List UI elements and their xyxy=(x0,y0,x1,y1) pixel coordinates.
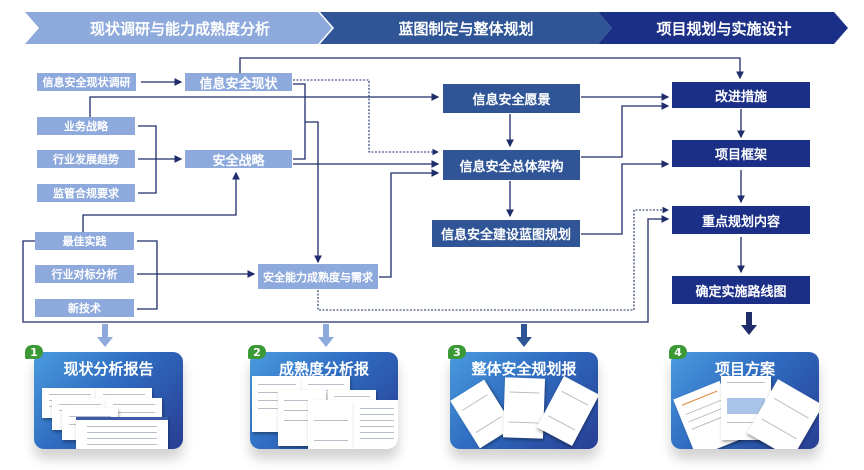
document-table-thumbnail xyxy=(76,417,168,449)
arrow-maturity-to-architecture xyxy=(379,169,440,278)
deliverable-badge-3: 3 xyxy=(448,345,466,359)
deliverable-title-4: 项目方案 xyxy=(714,360,775,378)
deliverable-card-3: 整体安全规划报 xyxy=(450,352,598,449)
arrow-inputs-loop-to-keycontent xyxy=(22,215,670,323)
phase-3-chevron xyxy=(598,12,848,44)
node-architecture: 信息安全总体架构 xyxy=(443,150,580,180)
node-key-content: 重点规划内容 xyxy=(672,206,810,234)
input-new-tech: 新技术 xyxy=(35,299,134,317)
dashed-maturity-to-keycontent xyxy=(317,206,670,311)
input-best-practice: 最佳实践 xyxy=(35,232,134,250)
phase-3-label: 项目规划与实施设计 xyxy=(656,19,792,38)
arrow-business-to-vision xyxy=(89,93,440,117)
deliverable-card-2: 成熟度分析报 xyxy=(250,352,398,449)
arrow-plan-to-framework xyxy=(581,160,670,235)
arrow-joint-to-maturity xyxy=(305,121,322,264)
input-compliance: 监管合规要求 xyxy=(37,184,135,202)
dashed-status-to-architecture xyxy=(293,79,440,156)
phase-2-label: 蓝图制定与整体规划 xyxy=(398,19,534,38)
down-arrow-3-icon xyxy=(516,324,532,347)
phase-1-chevron xyxy=(25,12,332,44)
input-industry-trend: 行业发展趋势 xyxy=(37,150,135,168)
down-arrow-4-icon xyxy=(741,312,757,335)
node-framework: 项目框架 xyxy=(672,140,810,167)
document-chart-thumbnail xyxy=(721,376,771,440)
node-roadmap: 确定实施路线图 xyxy=(672,276,810,304)
input-survey: 信息安全现状调研 xyxy=(37,73,136,91)
node-maturity-needs: 安全能力成熟度与需求 xyxy=(258,264,378,289)
node-vision: 信息安全愿景 xyxy=(443,84,580,113)
arrow-status-to-improvements xyxy=(239,57,744,80)
down-arrow-1-icon xyxy=(97,324,113,347)
bracket-benchmark-inputs xyxy=(137,240,158,310)
input-benchmark: 行业对标分析 xyxy=(35,265,134,283)
link-status-strategy xyxy=(293,83,306,160)
document-cover-thumbnail xyxy=(308,400,354,449)
phase-1-label: 现状调研与能力成熟度分析 xyxy=(89,19,270,38)
arrow-bestpractice-to-strategy xyxy=(82,171,240,232)
node-roadmap-plan: 信息安全建设蓝图规划 xyxy=(432,220,580,247)
input-business-strategy: 业务战略 xyxy=(37,117,135,135)
deliverable-card-4: 项目方案 xyxy=(671,352,819,449)
phase-2-chevron xyxy=(320,12,612,44)
document-toc-thumbnail xyxy=(354,400,398,449)
down-arrow-2-icon xyxy=(318,324,334,347)
document-cover-thumbnail xyxy=(536,376,598,446)
node-improvements: 改进措施 xyxy=(672,82,810,108)
deliverable-badge-2: 2 xyxy=(248,345,266,359)
node-current-status: 信息安全现状 xyxy=(185,73,292,92)
deliverable-badge-4: 4 xyxy=(669,345,687,359)
arrow-architecture-to-improvements xyxy=(581,102,670,158)
deliverable-title-3: 整体安全规划报 xyxy=(471,360,577,378)
node-security-strategy: 安全战略 xyxy=(185,150,292,169)
phase-header xyxy=(25,12,848,44)
deliverable-badge-1: 1 xyxy=(25,345,43,359)
deliverable-title-2: 成熟度分析报 xyxy=(278,360,369,378)
document-cover-thumbnail xyxy=(502,377,546,439)
deliverable-card-1: 现状分析报告 xyxy=(34,352,183,449)
deliverable-title-1: 现状分析报告 xyxy=(63,360,154,378)
